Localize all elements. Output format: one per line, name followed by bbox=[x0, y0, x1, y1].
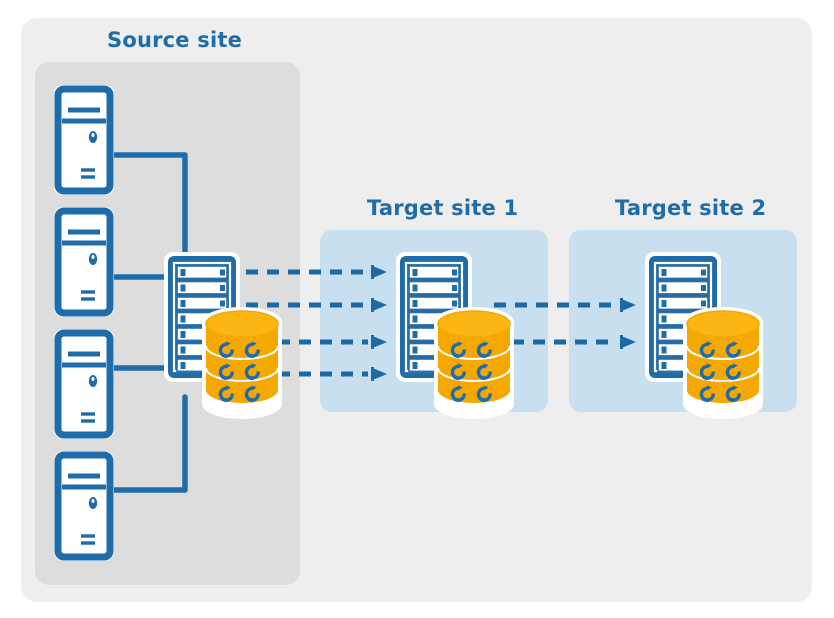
target-site-2-label: Target site 2 bbox=[615, 196, 767, 220]
arrowhead-s1 bbox=[371, 265, 387, 279]
connector-workstation-4 bbox=[112, 394, 188, 493]
arrowhead-s4 bbox=[371, 367, 387, 381]
workstation-2 bbox=[54, 207, 114, 317]
arrowhead-t2 bbox=[620, 335, 636, 349]
source-site-label: Source site bbox=[107, 28, 243, 52]
target1-server bbox=[394, 250, 514, 419]
workstation-4 bbox=[54, 451, 114, 561]
arrowhead-t1 bbox=[620, 298, 636, 312]
target2-server bbox=[643, 250, 763, 419]
arrows-target1-to-target2 bbox=[494, 302, 617, 345]
workstation-3 bbox=[54, 329, 114, 439]
arrowhead-s2 bbox=[371, 298, 387, 312]
arrowhead-s3 bbox=[371, 335, 387, 349]
workstation-connectors bbox=[112, 152, 188, 493]
target-site-1-label: Target site 1 bbox=[367, 196, 519, 220]
source-server bbox=[162, 250, 282, 419]
arrows-source-to-target1 bbox=[246, 269, 368, 377]
connector-workstation-1 bbox=[112, 152, 188, 255]
workstation-1 bbox=[54, 85, 114, 195]
